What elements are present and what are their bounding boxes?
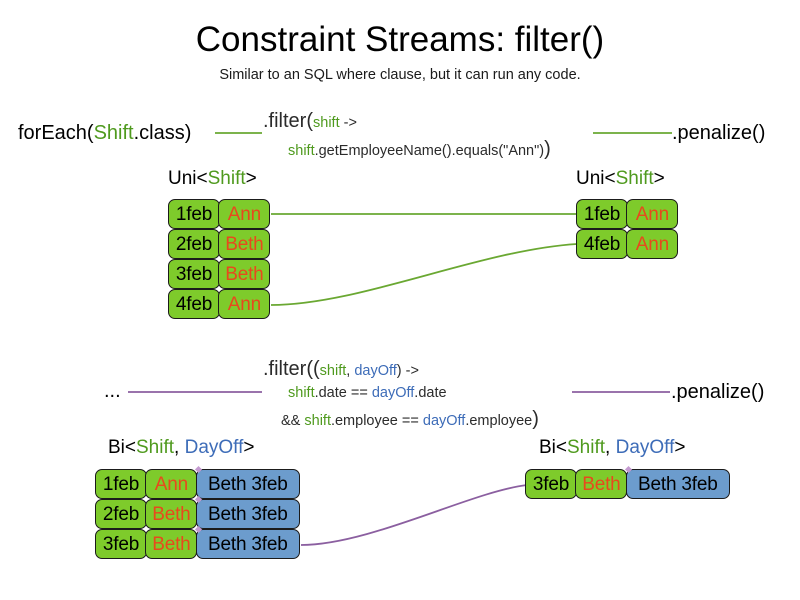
bi-in-pre: Bi< — [108, 437, 136, 458]
uni-filter-line1: .filter(shift -> — [263, 110, 357, 134]
uni-filter-body-var: shift — [288, 143, 315, 159]
foreach-type: Shift — [93, 122, 134, 144]
bi-out-generic1: Shift — [567, 437, 606, 458]
bi-output-row-1[interactable]: 3feb Beth Beth 3feb — [525, 469, 730, 499]
cell-dayoff: Beth 3feb — [195, 499, 300, 529]
uni-output-type-label: Uni<Shift> — [576, 169, 665, 188]
bi-filter-line2: shift.date == dayOff.date — [288, 385, 447, 402]
uni-in-post: > — [245, 168, 257, 189]
bi-filter-close-paren: ) — [532, 408, 539, 430]
uni-output-row-1[interactable]: 1feb Ann — [576, 199, 679, 229]
cell-name: Beth — [145, 499, 198, 529]
bi-out-generic2: DayOff — [615, 437, 675, 458]
bi-output-type-label: Bi<Shift, DayOff> — [539, 438, 685, 457]
bi-input-row-1[interactable]: 1feb Ann Beth 3feb — [95, 469, 300, 499]
bi-in-post: > — [243, 437, 255, 458]
uni-input-type-label: Uni<Shift> — [168, 169, 257, 188]
bi-input-type-label: Bi<Shift, DayOff> — [108, 438, 254, 457]
bi-filter-l2-var2: dayOff — [371, 385, 415, 401]
page-subtitle: Similar to an SQL where clause, but it c… — [219, 67, 581, 83]
cell-name: Ann — [218, 199, 271, 229]
bi-filter-l2-mid: .date == — [314, 385, 372, 401]
cell-name: Ann — [626, 229, 679, 259]
bi-filter-line3: && shift.employee == dayOff.employee) — [281, 408, 539, 432]
uni-filter-line2: shift.getEmployeeName().equals("Ann")) — [288, 138, 551, 162]
cell-name: Ann — [218, 289, 271, 319]
cell-date: 3feb — [168, 259, 220, 289]
cell-date: 1feb — [168, 199, 220, 229]
bi-filter-param-sep: , — [346, 363, 355, 379]
wire-bi-row3 — [300, 484, 528, 546]
foreach-prefix: forEach( — [18, 122, 94, 144]
uni-filter-close-paren: ) — [544, 138, 551, 160]
cell-name: Beth — [145, 529, 198, 559]
bi-filter-param1: shift — [319, 363, 347, 379]
uni-out-pre: Uni< — [576, 168, 616, 189]
cell-dayoff: Beth 3feb — [195, 469, 300, 499]
uni-output-row-2[interactable]: 4feb Ann — [576, 229, 679, 259]
cell-date: 4feb — [576, 229, 628, 259]
page-title: Constraint Streams: filter() — [195, 20, 605, 59]
bi-filter-l3-tail: .employee — [465, 413, 533, 429]
cell-name: Ann — [145, 469, 198, 499]
uni-in-generic: Shift — [207, 168, 246, 189]
cell-name: Beth — [218, 229, 271, 259]
cell-date: 1feb — [576, 199, 628, 229]
uni-input-row-3[interactable]: 3feb Beth — [168, 259, 271, 289]
bi-out-post: > — [674, 437, 686, 458]
cell-name: Ann — [626, 199, 679, 229]
bi-filter-l3-mid: .employee == — [330, 413, 423, 429]
cell-name: Beth — [218, 259, 271, 289]
uni-penalize-label: .penalize() — [672, 122, 766, 144]
cell-date: 2feb — [168, 229, 220, 259]
uni-input-row-1[interactable]: 1feb Ann — [168, 199, 271, 229]
uni-input-row-4[interactable]: 4feb Ann — [168, 289, 271, 319]
uni-out-generic: Shift — [615, 168, 654, 189]
wire-uni-row4 — [270, 243, 578, 306]
cell-dayoff: Beth 3feb — [195, 529, 300, 559]
bi-in-sep: , — [174, 437, 185, 458]
bi-filter-line1: .filter((shift, dayOff) -> — [263, 358, 419, 382]
uni-filter-body-expr: .getEmployeeName().equals("Ann") — [314, 143, 545, 159]
bi-filter-arrow: ) -> — [396, 363, 419, 379]
foreach-expression: forEach(Shift.class) — [18, 122, 191, 146]
cell-date: 2feb — [95, 499, 147, 529]
bi-in-generic2: DayOff — [184, 437, 244, 458]
bi-filter-l3-var2: dayOff — [422, 413, 466, 429]
foreach-suffix: .class) — [133, 122, 192, 144]
bi-out-pre: Bi< — [539, 437, 567, 458]
cell-date: 4feb — [168, 289, 220, 319]
cell-date: 1feb — [95, 469, 147, 499]
uni-filter-param: shift — [313, 115, 340, 131]
bi-filter-l3-var1: shift — [304, 413, 331, 429]
bi-filter-l2-tail: .date — [414, 385, 447, 401]
bi-input-row-3[interactable]: 3feb Beth Beth 3feb — [95, 529, 300, 559]
uni-filter-arrow: -> — [339, 115, 357, 131]
uni-in-pre: Uni< — [168, 168, 208, 189]
cell-date: 3feb — [525, 469, 577, 499]
cell-dayoff: Beth 3feb — [625, 469, 730, 499]
bi-input-row-2[interactable]: 2feb Beth Beth 3feb — [95, 499, 300, 529]
uni-input-row-2[interactable]: 2feb Beth — [168, 229, 271, 259]
bi-out-sep: , — [605, 437, 616, 458]
bi-source-ellipsis: ... — [104, 380, 121, 402]
bi-filter-l3-head: && — [281, 413, 305, 429]
cell-date: 3feb — [95, 529, 147, 559]
uni-filter-head: .filter( — [263, 110, 313, 132]
bi-in-generic1: Shift — [136, 437, 175, 458]
bi-filter-param2: dayOff — [354, 363, 397, 379]
uni-out-post: > — [653, 168, 665, 189]
bi-filter-l2-var1: shift — [288, 385, 315, 401]
cell-name: Beth — [575, 469, 628, 499]
bi-penalize-label: .penalize() — [671, 381, 765, 403]
bi-filter-head: .filter(( — [263, 358, 320, 380]
